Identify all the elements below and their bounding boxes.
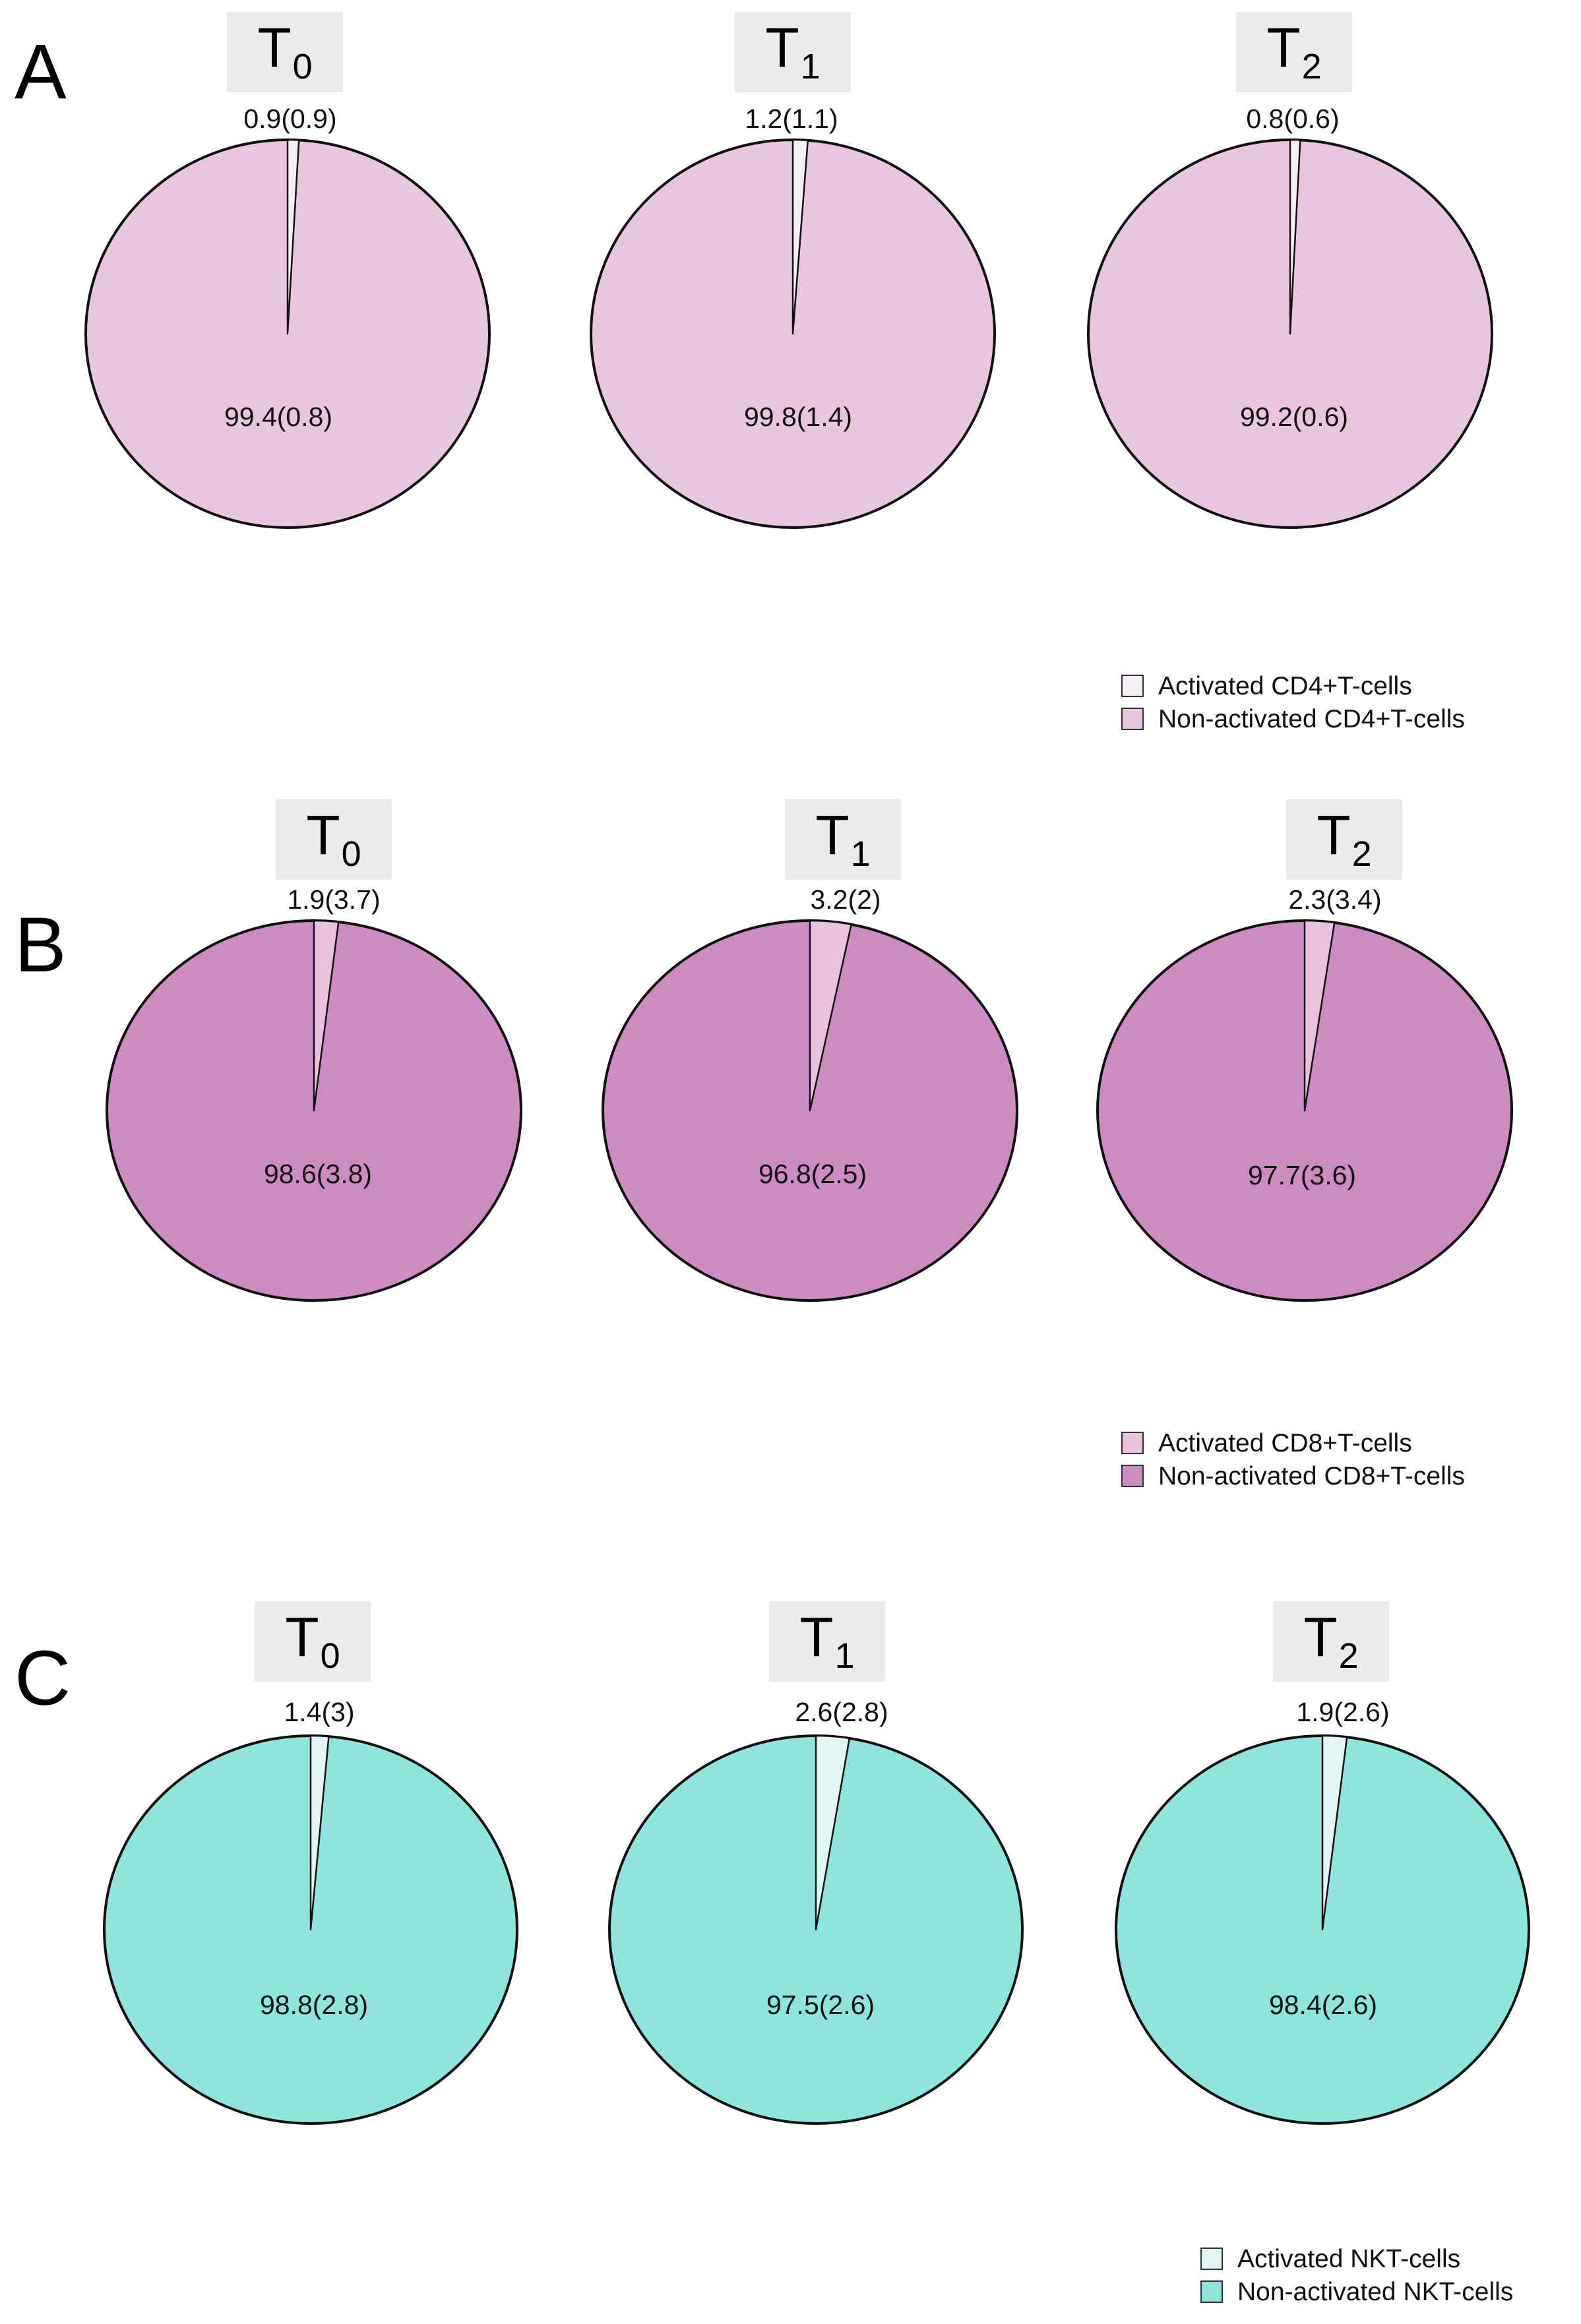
time-header-c-t1: T1 — [769, 1601, 885, 1682]
non-activated-label-b-t2: 97.7(3.6) — [1247, 1160, 1357, 1190]
legend-item-activated: Activated CD8+T-cells — [1121, 1426, 1465, 1459]
legend-b: Activated CD8+T-cells Non-activated CD8+… — [1121, 1426, 1465, 1492]
legend-label: Activated CD4+T-cells — [1158, 671, 1412, 700]
legend-item-non-activated: Non-activated CD4+T-cells — [1121, 702, 1465, 735]
pie-chart-a-t1 — [590, 138, 996, 529]
activated-label-a-t2: 0.8(0.6) — [1246, 104, 1340, 134]
non-activated-label-c-t0: 98.8(2.8) — [259, 1990, 369, 2020]
pie-slice-activated — [1321, 1734, 1348, 1931]
activated-label-b-t0: 1.9(3.7) — [287, 884, 381, 915]
time-label: T0 — [306, 804, 361, 874]
non-activated-label-a-t2: 99.2(0.6) — [1239, 402, 1349, 432]
pie-slice-activated — [1303, 919, 1336, 1112]
time-label: T2 — [1266, 16, 1322, 86]
legend-swatch — [1200, 2248, 1223, 2270]
legend-c: Activated NKT-cells Non-activated NKT-ce… — [1200, 2242, 1513, 2308]
time-label: T1 — [815, 804, 871, 874]
non-activated-label-c-t2: 98.4(2.6) — [1268, 1990, 1378, 2020]
panel-letter-b: B — [15, 902, 67, 989]
pie-slice-activated — [791, 138, 809, 335]
pie-slice-activated — [815, 1734, 851, 1931]
legend-swatch — [1121, 708, 1144, 730]
legend-swatch — [1121, 675, 1144, 697]
non-activated-label-b-t0: 98.6(3.8) — [263, 1159, 373, 1189]
time-header-a-t1: T1 — [735, 12, 851, 92]
pie-slice-activated — [286, 138, 300, 335]
panel-letter-a: A — [15, 28, 67, 115]
non-activated-label-c-t1: 97.5(2.6) — [766, 1990, 875, 2020]
legend-swatch — [1121, 1465, 1144, 1487]
legend-label: Non-activated CD8+T-cells — [1158, 1461, 1465, 1490]
time-label: T2 — [1317, 804, 1372, 874]
pie-slice-activated — [313, 919, 340, 1112]
pie-chart-b-t0 — [106, 919, 522, 1302]
legend-swatch — [1200, 2280, 1223, 2303]
legend-label: Activated CD8+T-cells — [1158, 1428, 1412, 1457]
pie-chart-a-t0 — [84, 138, 491, 529]
time-header-a-t2: T2 — [1236, 12, 1352, 92]
legend-label: Activated NKT-cells — [1237, 2244, 1461, 2273]
legend-label: Non-activated NKT-cells — [1237, 2277, 1514, 2306]
legend-a: Activated CD4+T-cells Non-activated CD4+… — [1121, 669, 1465, 735]
activated-label-b-t1: 3.2(2) — [810, 884, 881, 915]
activated-label-b-t2: 2.3(3.4) — [1288, 884, 1382, 915]
time-label: T1 — [799, 1606, 855, 1676]
pie-chart-c-t0 — [103, 1734, 518, 2125]
legend-item-non-activated: Non-activated CD8+T-cells — [1121, 1459, 1465, 1492]
pie-chart-b-t1 — [602, 919, 1018, 1302]
time-label: T2 — [1303, 1606, 1359, 1676]
legend-item-activated: Activated NKT-cells — [1200, 2242, 1513, 2275]
activated-label-c-t1: 2.6(2.8) — [795, 1697, 888, 1727]
activated-label-c-t2: 1.9(2.6) — [1296, 1697, 1390, 1727]
time-header-b-t0: T0 — [276, 799, 392, 880]
pie-chart-c-t1 — [608, 1734, 1024, 2125]
non-activated-label-a-t0: 99.4(0.8) — [224, 402, 333, 432]
time-header-c-t0: T0 — [255, 1601, 371, 1682]
time-header-c-t2: T2 — [1273, 1601, 1389, 1682]
legend-swatch — [1121, 1432, 1144, 1454]
pie-slice-activated — [1289, 138, 1301, 335]
pie-chart-b-t2 — [1096, 919, 1513, 1302]
non-activated-label-a-t1: 99.8(1.4) — [743, 402, 853, 432]
non-activated-label-b-t1: 96.8(2.5) — [758, 1159, 867, 1189]
activated-label-c-t0: 1.4(3) — [284, 1697, 355, 1727]
time-header-b-t2: T2 — [1286, 799, 1402, 880]
panel-letter-c: C — [15, 1635, 71, 1722]
legend-item-activated: Activated CD4+T-cells — [1121, 669, 1465, 702]
activated-label-a-t0: 0.9(0.9) — [243, 104, 337, 134]
activated-label-a-t1: 1.2(1.1) — [745, 104, 838, 134]
pie-chart-a-t2 — [1087, 138, 1493, 529]
time-label: T0 — [257, 16, 313, 86]
pie-slice-activated — [309, 1734, 330, 1931]
legend-label: Non-activated CD4+T-cells — [1158, 704, 1465, 733]
legend-item-non-activated: Non-activated NKT-cells — [1200, 2275, 1513, 2308]
pie-slice-activated — [809, 919, 852, 1112]
pie-chart-c-t2 — [1115, 1734, 1530, 2125]
time-label: T1 — [765, 16, 821, 86]
time-label: T0 — [285, 1606, 340, 1676]
time-header-a-t0: T0 — [227, 12, 343, 92]
time-header-b-t1: T1 — [785, 799, 901, 880]
